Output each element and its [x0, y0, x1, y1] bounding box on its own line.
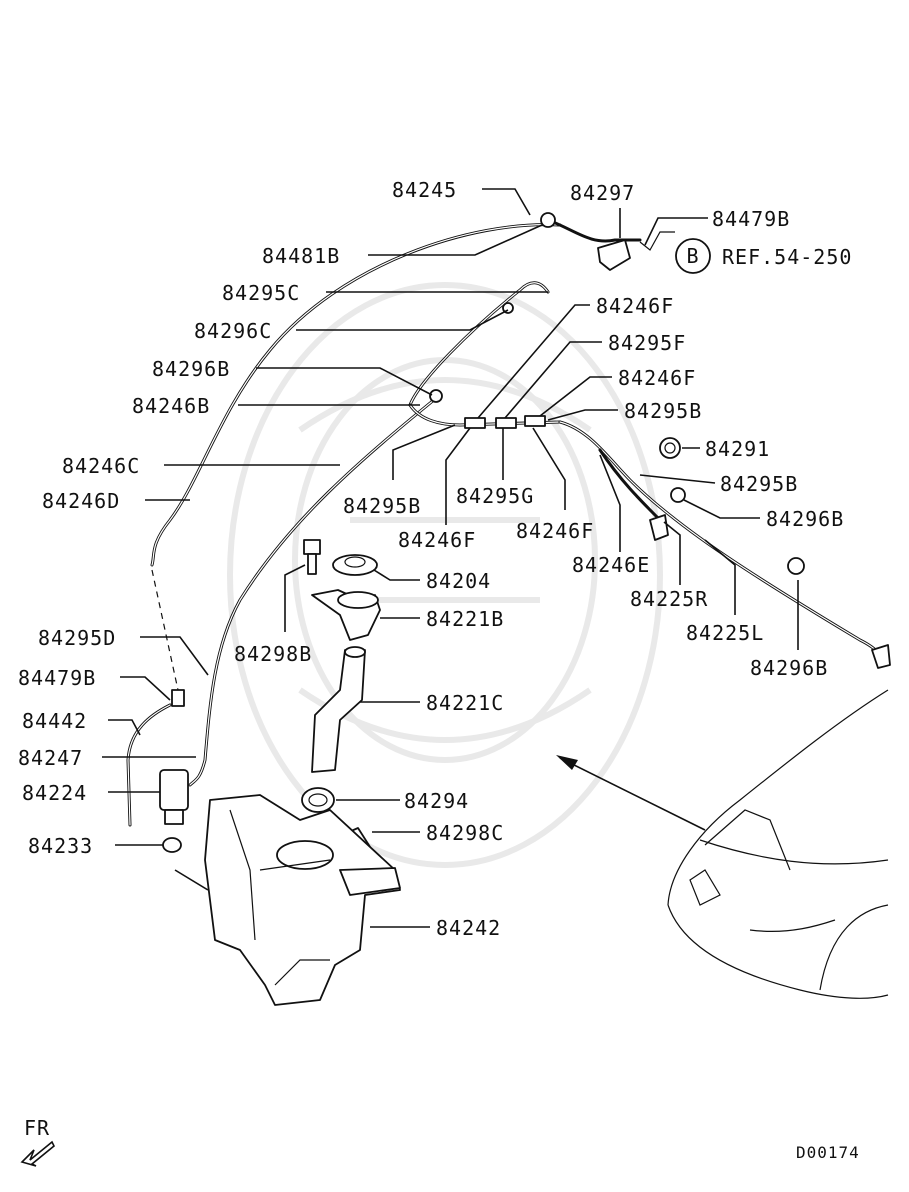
callout-84479B-top: 84479B [712, 207, 790, 231]
callout-84221C: 84221C [426, 691, 504, 715]
joint-84295G [495, 417, 517, 429]
parts [159, 212, 891, 1006]
callout-84204: 84204 [426, 569, 491, 593]
front-arrow-icon [20, 1140, 56, 1167]
reference-marker: B REF.54-250 [675, 238, 852, 274]
callout-84295C: 84295C [222, 281, 300, 305]
callout-84225R: 84225R [630, 587, 708, 611]
callout-84295B-1: 84295B [624, 399, 702, 423]
callout-84295G: 84295G [456, 484, 534, 508]
bolt-84298B [303, 539, 321, 555]
leader-lines [102, 188, 799, 928]
callout-84246B: 84246B [132, 394, 210, 418]
oring-84294 [301, 787, 335, 813]
cap-84204 [332, 554, 378, 576]
front-direction-indicator: FR [20, 1116, 56, 1167]
callout-84481B: 84481B [262, 244, 340, 268]
nozzle-84297 [597, 239, 631, 271]
callout-84295F: 84295F [608, 331, 686, 355]
callout-84295B-2: 84295B [720, 472, 798, 496]
pump-84224 [159, 769, 189, 811]
callout-84246F-3: 84246F [398, 528, 476, 552]
callout-84442: 84442 [22, 709, 87, 733]
tank-84242 [204, 794, 401, 1006]
callout-84247: 84247 [18, 746, 83, 770]
clip-84296B-top [429, 389, 443, 403]
callout-84224: 84224 [22, 781, 87, 805]
callout-84221B: 84221B [426, 607, 504, 631]
callout-84479B-left: 84479B [18, 666, 96, 690]
callout-84233: 84233 [28, 834, 93, 858]
callout-84298B: 84298B [234, 642, 312, 666]
clip-84296B-lower [787, 557, 805, 575]
callout-84246E: 84246E [572, 553, 650, 577]
joint-84295F [464, 417, 486, 429]
callout-84296B-3: 84296B [750, 656, 828, 680]
filler-hose-84221C [311, 649, 366, 773]
callout-84225L: 84225L [686, 621, 764, 645]
locator-arrow [559, 757, 706, 831]
reference-text: REF.54-250 [722, 245, 852, 269]
callout-84298C: 84298C [426, 821, 504, 845]
callout-84296C: 84296C [194, 319, 272, 343]
valve-84479B-left [171, 689, 185, 707]
callout-84246F-2: 84246F [618, 366, 696, 390]
grommet-84233 [162, 837, 182, 853]
callout-84246F-4: 84246F [516, 519, 594, 543]
clip-84245 [540, 212, 556, 228]
callout-84246F-1: 84246F [596, 294, 674, 318]
callout-labels: 84245 84297 84479B 84481B 84295C 84246F … [18, 178, 844, 940]
callout-84294: 84294 [404, 789, 469, 813]
vehicle-locator [556, 689, 889, 999]
callout-84296B-1: 84296B [152, 357, 230, 381]
reference-circle [675, 238, 711, 274]
callout-84296B-2: 84296B [766, 507, 844, 531]
joint-84246F [524, 415, 546, 427]
drawing-code: D00174 [796, 1143, 860, 1162]
nozzle-84225L [871, 644, 891, 669]
callout-84291: 84291 [705, 437, 770, 461]
callout-84246D: 84246D [42, 489, 120, 513]
front-label: FR [24, 1116, 50, 1140]
grommet-84291 [659, 437, 681, 459]
nozzle-84225R [649, 514, 669, 541]
reference-letter: B [686, 244, 699, 268]
callout-84246C: 84246C [62, 454, 140, 478]
callout-84297: 84297 [570, 181, 635, 205]
callout-84242: 84242 [436, 916, 501, 940]
callout-84245: 84245 [392, 178, 457, 202]
clip-84296B-right [670, 487, 686, 503]
callout-84295D: 84295D [38, 626, 116, 650]
callout-84295B-3: 84295B [343, 494, 421, 518]
